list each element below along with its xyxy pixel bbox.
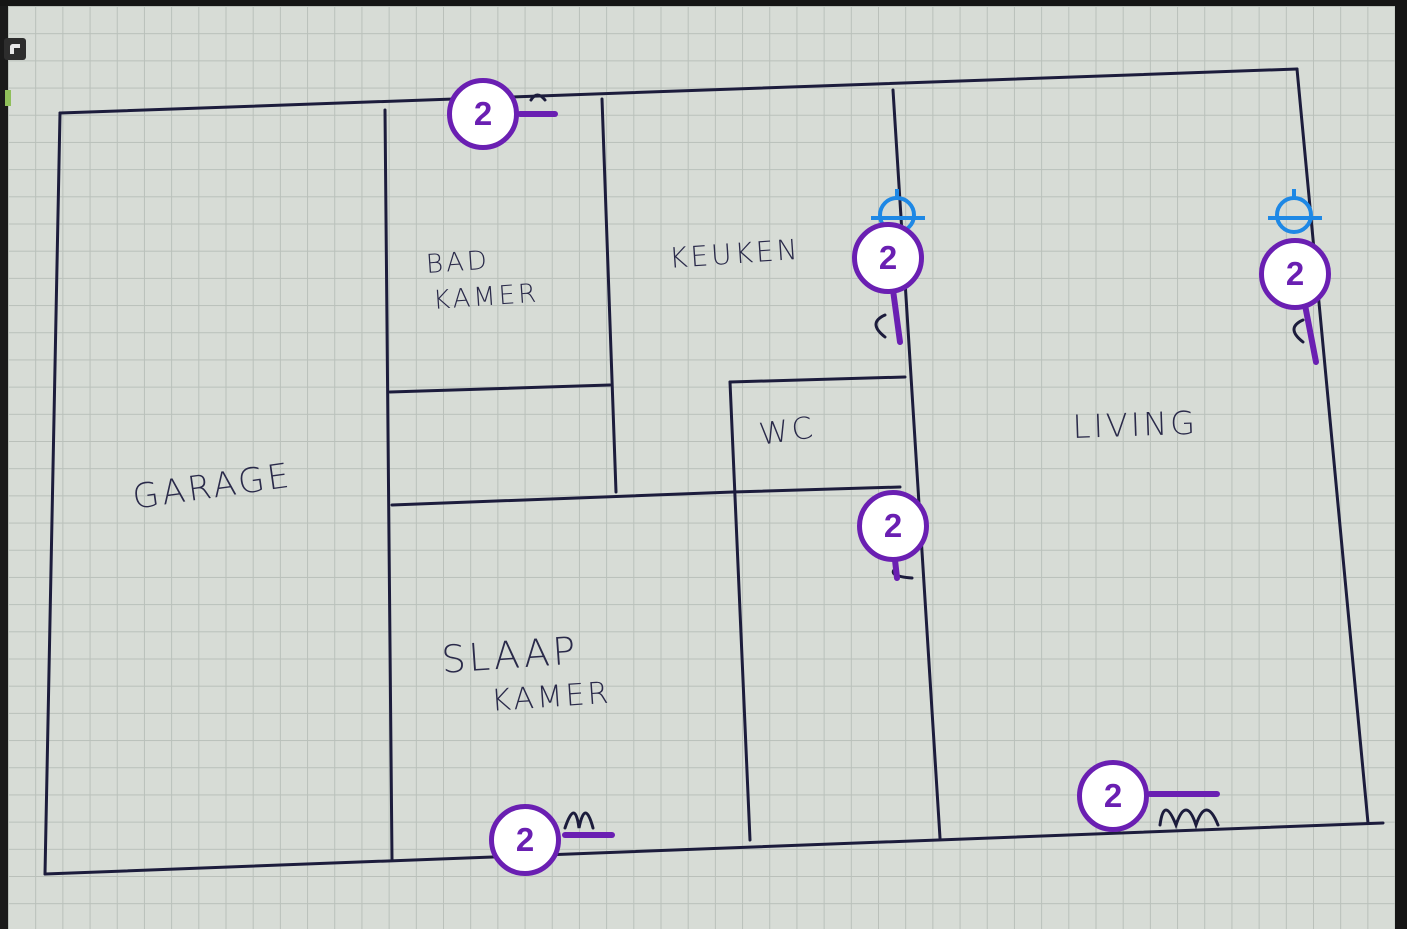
outer-wall-left bbox=[43, 111, 62, 876]
outer-wall-right bbox=[1295, 67, 1370, 825]
marker-badge-4[interactable]: 2 bbox=[857, 490, 929, 562]
window-mark-bedroom bbox=[563, 811, 595, 830]
wall-wc-bottom bbox=[731, 485, 902, 494]
outer-wall-bottom bbox=[43, 821, 1385, 876]
wall-wc-top bbox=[728, 375, 907, 384]
door-mark-kitchen bbox=[874, 313, 887, 339]
crosshair-icon[interactable] bbox=[1268, 189, 1322, 234]
wall-bedroom-top bbox=[390, 490, 735, 507]
app-corner-icon[interactable] bbox=[4, 38, 26, 60]
grid-paper bbox=[8, 6, 1400, 929]
marker-pointer-2 bbox=[890, 287, 903, 345]
wall-bath-bottom bbox=[388, 383, 612, 394]
room-label-badkamer-1: BAD bbox=[425, 245, 491, 280]
marker-pointer-3 bbox=[1302, 302, 1319, 365]
side-marker bbox=[5, 90, 11, 106]
marker-badge-3[interactable]: 2 bbox=[1259, 238, 1331, 310]
marker-badge-5[interactable]: 2 bbox=[489, 804, 561, 876]
marker-badge-6[interactable]: 2 bbox=[1077, 760, 1149, 832]
door-mark-top bbox=[529, 93, 547, 102]
wall-garage bbox=[383, 108, 394, 862]
photo-top-border bbox=[0, 0, 1407, 6]
wall-bath-kitchen bbox=[600, 97, 618, 494]
window-mark-living bbox=[1158, 808, 1220, 830]
marker-badge-1[interactable]: 2 bbox=[447, 78, 519, 150]
room-label-living: LIVING bbox=[1072, 403, 1199, 446]
outer-wall-top bbox=[58, 67, 1299, 115]
marker-badge-2[interactable]: 2 bbox=[852, 222, 924, 294]
wall-wc-left bbox=[728, 380, 752, 842]
marker-pointer-4 bbox=[892, 557, 900, 581]
photo-right-border bbox=[1395, 0, 1407, 929]
door-mark-living bbox=[1292, 318, 1305, 344]
wall-living bbox=[891, 88, 942, 840]
